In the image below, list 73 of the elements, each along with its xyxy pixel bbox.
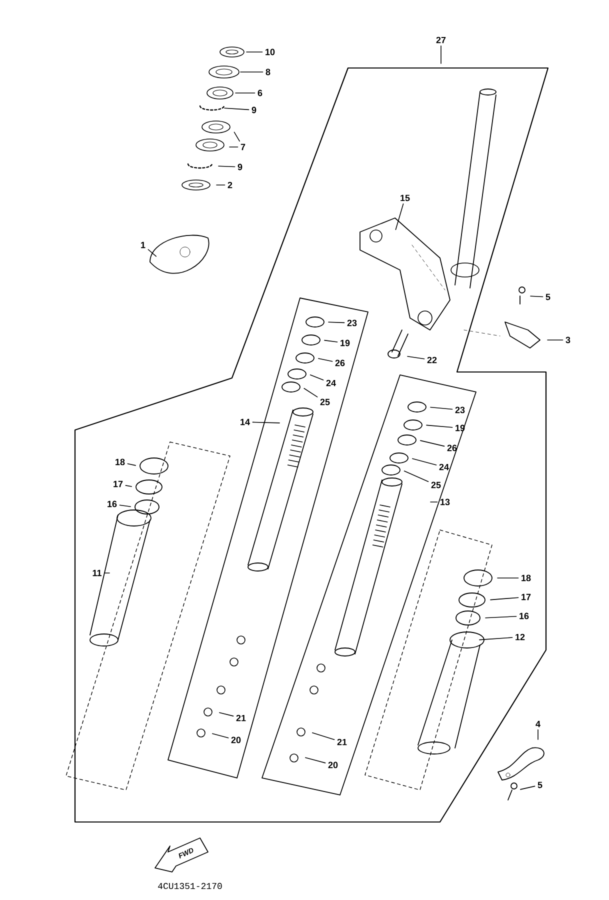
- leader-line: [127, 463, 136, 466]
- callout-number: 24: [326, 380, 336, 386]
- leader-line: [479, 637, 513, 640]
- callout-number: 14: [240, 418, 250, 426]
- callout-number: 9: [252, 106, 256, 114]
- callout-number: 12: [516, 634, 525, 640]
- callout-number: 26: [335, 360, 345, 366]
- leader-line: [318, 358, 333, 362]
- leader-line: [430, 406, 453, 410]
- leader-line: [412, 458, 437, 466]
- leader-line: [420, 440, 445, 447]
- callout-number: 5: [538, 782, 542, 788]
- callout-number: 4: [536, 720, 540, 728]
- callout-number: 13: [440, 498, 450, 506]
- leader-line: [310, 374, 324, 380]
- leader-line: [530, 296, 544, 298]
- callout-number: 16: [108, 500, 117, 508]
- leader-line: [304, 388, 318, 398]
- callout-number: 18: [522, 574, 531, 582]
- callout-number: 17: [522, 594, 531, 600]
- leader-line: [229, 146, 238, 148]
- leader-line: [404, 470, 429, 482]
- callout-number: 20: [231, 736, 241, 744]
- callout-number: 24: [439, 464, 449, 470]
- callout-number: 6: [258, 90, 262, 96]
- leader-line: [490, 597, 519, 600]
- leader-line: [235, 92, 256, 94]
- leader-line: [216, 184, 226, 186]
- callout-number: 22: [427, 356, 437, 364]
- leader-line: [125, 485, 132, 487]
- callout-number: 15: [400, 194, 410, 202]
- callout-number: 20: [328, 762, 338, 768]
- callout-number: 25: [320, 398, 330, 406]
- callout-number: 26: [447, 444, 457, 452]
- callout-number: 23: [455, 406, 465, 414]
- leader-line: [104, 572, 110, 574]
- callout-number: 18: [116, 458, 125, 466]
- leader-line: [234, 132, 240, 142]
- callout-number: 21: [337, 738, 347, 746]
- callout-number: 5: [546, 294, 550, 300]
- leader-line: [312, 732, 335, 740]
- callout-number: 8: [266, 68, 270, 76]
- leader-line: [252, 422, 280, 424]
- leader-line: [395, 203, 404, 230]
- leader-line: [324, 340, 338, 342]
- leader-line: [407, 356, 425, 360]
- callout-number: 2: [228, 182, 232, 188]
- callout-number: 21: [236, 714, 246, 722]
- leader-line: [224, 108, 250, 110]
- drawing-number: 4CU1351-2170: [158, 882, 222, 890]
- callout-number: 27: [436, 36, 446, 44]
- leader-line: [218, 166, 236, 168]
- callout-number: 3: [566, 336, 570, 344]
- callout-number: 7: [240, 144, 246, 150]
- leader-line: [485, 616, 517, 618]
- callout-number: 19: [340, 340, 350, 346]
- leader-line: [212, 733, 229, 738]
- leader-line: [148, 249, 157, 257]
- callout-number: 16: [520, 612, 529, 620]
- leader-line: [219, 712, 234, 716]
- callout-number: 10: [266, 48, 275, 56]
- callout-number: 17: [114, 480, 123, 488]
- callout-number: 1: [141, 242, 146, 248]
- callout-number: 9: [238, 164, 242, 170]
- leader-line: [119, 504, 131, 508]
- callout-number: 11: [92, 570, 102, 576]
- leader-line: [305, 757, 326, 764]
- leader-line: [440, 45, 442, 64]
- leader-line: [520, 786, 536, 790]
- leader-line: [328, 322, 345, 324]
- leader-line: [426, 424, 453, 428]
- callout-number: 25: [431, 482, 441, 488]
- callout-number: 23: [347, 320, 357, 326]
